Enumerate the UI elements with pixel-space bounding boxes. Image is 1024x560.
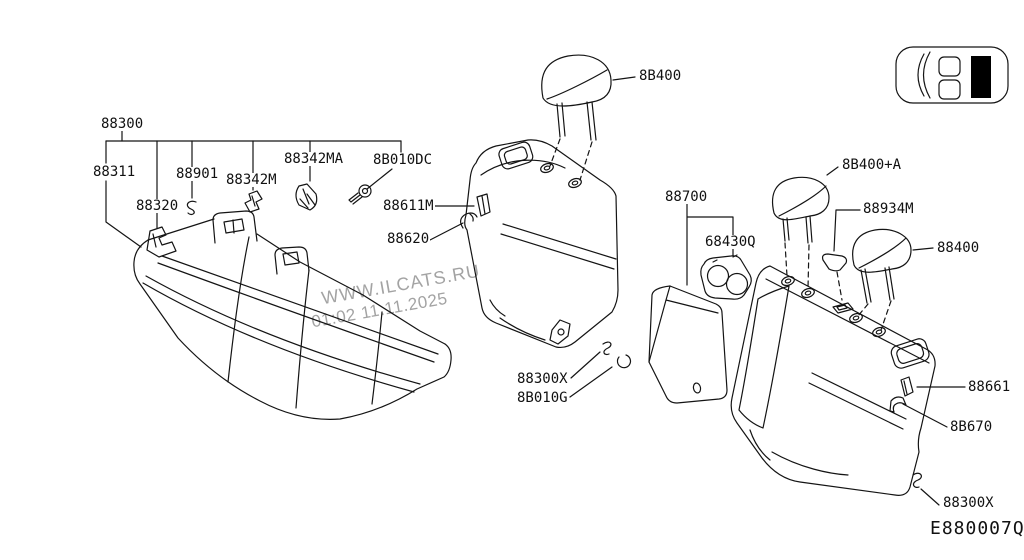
headrest-88400 [852, 228, 912, 331]
armrest [648, 285, 728, 404]
corner-bracket [549, 319, 571, 345]
part-label-8B670[interactable]: 8B670 [949, 419, 994, 435]
part-label-68430Q[interactable]: 68430Q [704, 234, 757, 250]
part-tab-88661 [900, 376, 914, 397]
part-hook-88300X-right [912, 472, 922, 488]
part-ring-8B010G [616, 354, 632, 369]
cup-holder [700, 254, 752, 300]
part-cap-88934M [821, 253, 848, 272]
headrest-8b400a [772, 176, 830, 289]
part-label-88300X-right[interactable]: 88300X [942, 495, 995, 511]
part-label-88311[interactable]: 88311 [92, 164, 137, 180]
leader-lines [105, 76, 966, 506]
part-label-88342M[interactable]: 88342M [225, 172, 278, 188]
car-location-icon [895, 46, 1009, 104]
seat-cushion [133, 210, 452, 420]
headrest-center [541, 54, 612, 181]
part-label-88400[interactable]: 88400 [936, 240, 981, 256]
diagram-code: E880007Q [930, 518, 1024, 539]
part-clip-88901 [186, 200, 197, 216]
part-label-88300X-center[interactable]: 88300X [516, 371, 569, 387]
part-label-8B400[interactable]: 8B400 [638, 68, 683, 84]
right-seatback [730, 265, 936, 496]
part-hook-8B670 [889, 396, 907, 413]
part-label-88901[interactable]: 88901 [175, 166, 220, 182]
part-label-88934M[interactable]: 88934M [862, 201, 915, 217]
part-latch-88320 [146, 226, 177, 258]
center-seatback [460, 139, 619, 349]
part-label-8B010G[interactable]: 8B010G [516, 390, 569, 406]
part-label-88700[interactable]: 88700 [664, 189, 709, 205]
part-hook-88300X-center [602, 341, 612, 356]
part-clip-88342M [244, 190, 263, 213]
part-knob-88611M [476, 193, 491, 217]
part-hook-88620 [460, 212, 478, 229]
part-label-88620[interactable]: 88620 [386, 231, 431, 247]
part-label-88320[interactable]: 88320 [135, 198, 180, 214]
part-label-88300[interactable]: 88300 [100, 116, 145, 132]
part-label-88611M[interactable]: 88611M [382, 198, 435, 214]
part-label-88342MA[interactable]: 88342MA [283, 151, 345, 167]
rear-seat-highlight [971, 56, 991, 98]
part-label-8B400A[interactable]: 8B400+A [841, 157, 903, 173]
part-label-8B010DC[interactable]: 8B010DC [372, 152, 434, 168]
part-clip-88342MA [295, 183, 318, 211]
part-slot-cover [832, 302, 854, 314]
part-bolt-8B010DC [348, 184, 372, 205]
part-label-88661[interactable]: 88661 [967, 379, 1012, 395]
